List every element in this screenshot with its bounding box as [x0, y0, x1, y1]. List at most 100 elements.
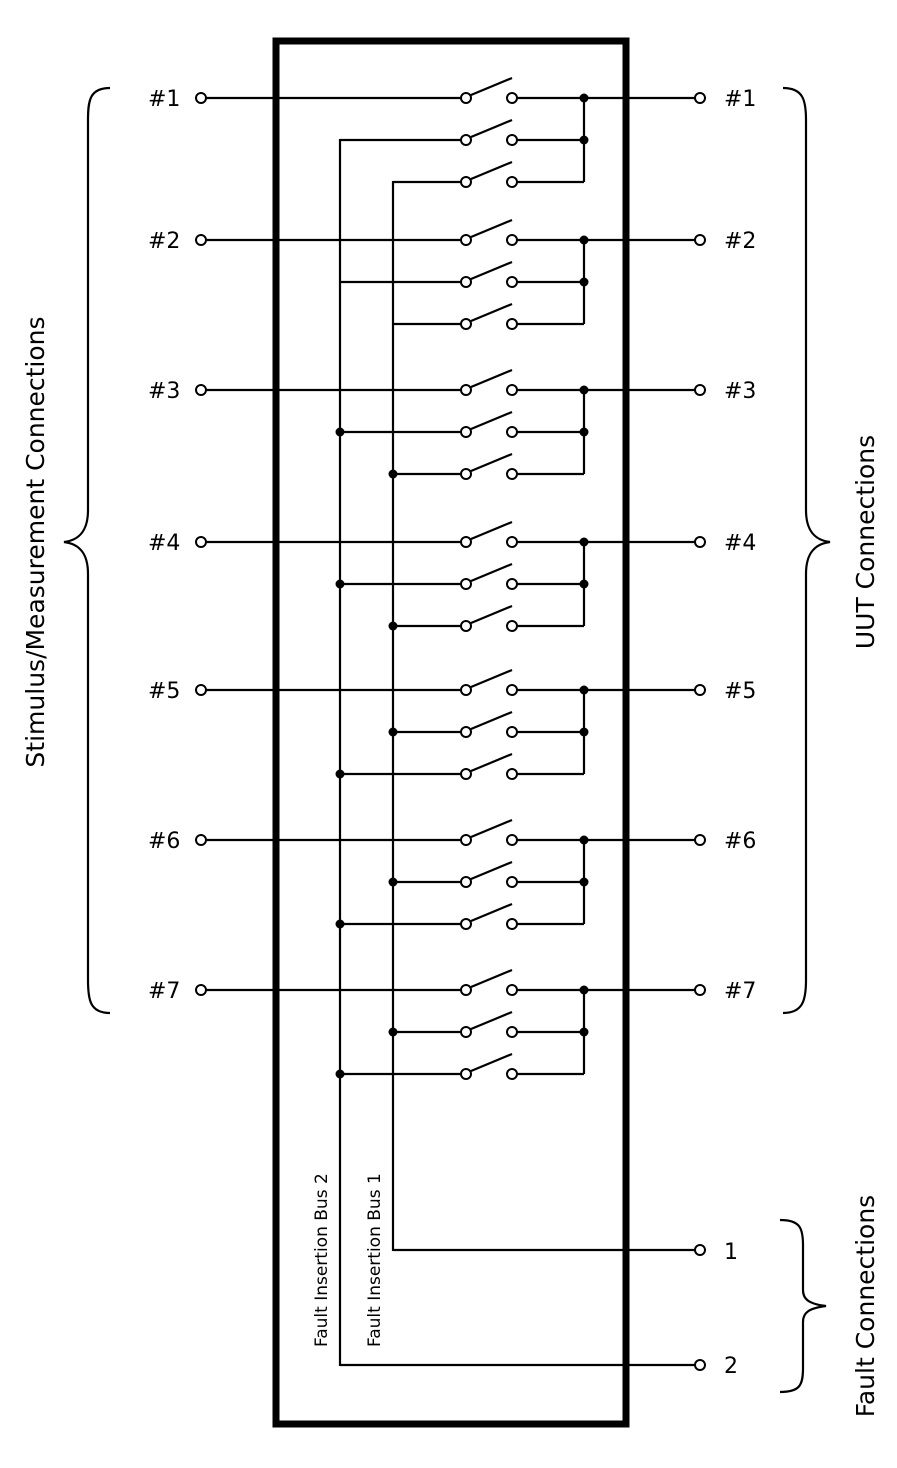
switch-contact — [460, 768, 472, 780]
fault-bus-1-label: Fault Insertion Bus 1 — [365, 1173, 385, 1347]
switch-blade — [470, 752, 513, 773]
switch-contact — [506, 134, 518, 146]
switch-contact — [460, 726, 472, 738]
left-terminal — [195, 92, 207, 104]
right-brace — [782, 86, 831, 1015]
junction-dot — [579, 877, 589, 887]
junction-dot — [579, 685, 589, 695]
switch-blade — [470, 302, 513, 323]
left-channel-label: #6 — [148, 829, 180, 854]
right-terminal — [694, 384, 706, 396]
switch-blade — [470, 1052, 513, 1073]
switch-blade — [470, 562, 513, 583]
switch-contact — [460, 234, 472, 246]
left-terminal — [195, 684, 207, 696]
junction-dot — [579, 537, 589, 547]
switch-blade — [470, 410, 513, 431]
switch-contact — [506, 726, 518, 738]
switch-contact — [506, 1026, 518, 1038]
switch-contact — [460, 318, 472, 330]
switch-blade — [470, 218, 513, 239]
switch-blade — [470, 452, 513, 473]
switch-contact — [506, 468, 518, 480]
stimulus-measurement-label: Stimulus/Measurement Connections — [21, 316, 50, 767]
uut-connections-label: UUT Connections — [851, 435, 880, 649]
junction-dot — [579, 93, 589, 103]
switch-blade — [470, 668, 513, 689]
left-terminal — [195, 536, 207, 548]
switch-contact — [460, 384, 472, 396]
switch-blade — [470, 76, 513, 97]
junction-dot — [579, 277, 589, 287]
switch-contact — [506, 176, 518, 188]
switch-blade — [470, 860, 513, 881]
switch-contact — [506, 620, 518, 632]
junction-dot — [579, 835, 589, 845]
left-channel-label: #1 — [148, 87, 180, 112]
right-terminal — [694, 834, 706, 846]
right-channel-label: #3 — [724, 379, 756, 404]
right-channel-label: #7 — [724, 979, 756, 1004]
switch-contact — [460, 876, 472, 888]
switch-contact — [460, 468, 472, 480]
switch-contact — [506, 578, 518, 590]
switch-blade — [470, 902, 513, 923]
right-terminal — [694, 984, 706, 996]
junction-dot — [579, 727, 589, 737]
switch-contact — [506, 234, 518, 246]
switch-blade — [470, 520, 513, 541]
switch-contact — [506, 684, 518, 696]
right-channel-label: #6 — [724, 829, 756, 854]
right-terminal — [694, 536, 706, 548]
fault-connections-label: Fault Connections — [851, 1195, 880, 1417]
switch-contact — [460, 1068, 472, 1080]
switch-contact — [460, 620, 472, 632]
right-channel-label: #2 — [724, 229, 756, 254]
switch-contact — [506, 876, 518, 888]
switch-blade — [470, 604, 513, 625]
fault-terminal-1-label: 1 — [724, 1240, 738, 1265]
switch-contact — [460, 176, 472, 188]
junction-dot — [579, 579, 589, 589]
right-terminal — [694, 234, 706, 246]
fault-terminal-1 — [694, 1244, 706, 1256]
left-terminal — [195, 384, 207, 396]
switch-contact — [506, 92, 518, 104]
switch-contact — [460, 984, 472, 996]
fault-terminal-2 — [694, 1359, 706, 1371]
left-channel-label: #5 — [148, 679, 180, 704]
switch-contact — [506, 834, 518, 846]
left-brace — [63, 86, 111, 1015]
right-channel-label: #1 — [724, 87, 756, 112]
switch-contact — [506, 384, 518, 396]
left-terminal — [195, 234, 207, 246]
switch-contact — [460, 684, 472, 696]
switch-contact — [460, 426, 472, 438]
switch-blade — [470, 710, 513, 731]
right-channel-label: #4 — [724, 531, 756, 556]
junction-dot — [579, 135, 589, 145]
switch-blade — [470, 1010, 513, 1031]
switch-contact — [460, 918, 472, 930]
switch-contact — [460, 92, 472, 104]
switch-blade — [470, 968, 513, 989]
junction-dot — [579, 1027, 589, 1037]
switch-contact — [506, 768, 518, 780]
switch-contact — [460, 834, 472, 846]
switch-contact — [460, 578, 472, 590]
junction-dot — [579, 235, 589, 245]
left-channel-label: #3 — [148, 379, 180, 404]
switch-contact — [460, 1026, 472, 1038]
switch-contact — [460, 536, 472, 548]
switch-blade — [470, 260, 513, 281]
switch-contact — [460, 134, 472, 146]
fault-brace — [779, 1218, 827, 1394]
right-channel-label: #5 — [724, 679, 756, 704]
switch-module-box — [272, 37, 630, 1428]
fault-terminal-2-label: 2 — [724, 1354, 738, 1379]
right-terminal — [694, 684, 706, 696]
switch-contact — [506, 426, 518, 438]
switch-blade — [470, 368, 513, 389]
switch-contact — [460, 276, 472, 288]
